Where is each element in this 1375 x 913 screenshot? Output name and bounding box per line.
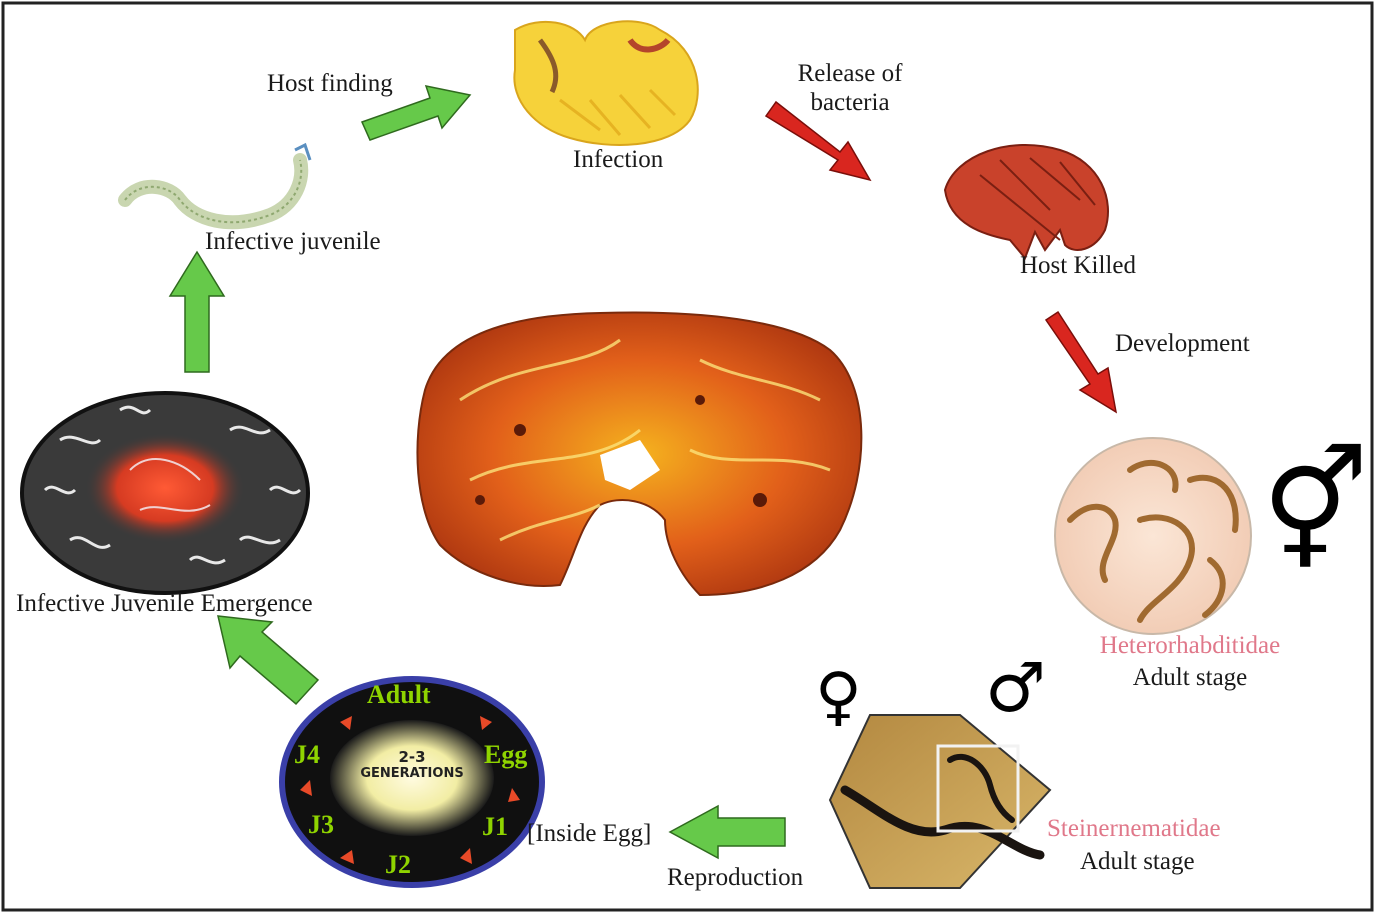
infection-larva-image	[513, 20, 699, 146]
label-hetero-adult-stage: Adult stage	[1132, 664, 1248, 691]
ij-emergence-image	[20, 391, 310, 595]
label-development: Development	[1115, 330, 1250, 357]
generations-center-text: 2-3 GENERATIONS	[355, 748, 469, 782]
steinernematidae-slide-image	[828, 714, 1052, 889]
hermaphrodite-icon: ⚥	[1262, 442, 1369, 580]
stage-egg: Egg	[484, 740, 528, 769]
female-icon: ♀	[815, 660, 862, 734]
arrow-reproduction	[668, 804, 786, 860]
label-release-bacteria-line1: Release of	[797, 60, 903, 87]
stage-j1: J1	[482, 812, 508, 841]
label-infective-juvenile: Infective juvenile	[205, 228, 381, 255]
generations-word: GENERATIONS	[360, 766, 464, 781]
arrow-to-infective-juvenile	[168, 250, 226, 373]
stage-j4: J4	[294, 740, 320, 769]
label-host-killed: Host Killed	[1020, 252, 1136, 279]
male-icon: ♂	[985, 649, 1046, 728]
label-heterorhabditidae: Heterorhabditidae	[1099, 632, 1281, 659]
label-host-finding: Host finding	[267, 70, 393, 97]
arrow-development	[1044, 310, 1118, 414]
label-ij-emergence: Infective Juvenile Emergence	[16, 590, 313, 617]
arrow-to-emergence	[217, 615, 320, 706]
host-killed-image	[943, 143, 1109, 260]
infective-juvenile-worm-image	[118, 142, 312, 230]
label-steinernematidae: Steinernematidae	[1047, 815, 1221, 842]
stage-j2: J2	[385, 850, 411, 879]
arrow-host-finding	[360, 85, 472, 141]
heterorhabditidae-dish-image	[1054, 437, 1252, 635]
generations-cycle-image	[279, 676, 545, 888]
label-release-bacteria-line2: bacteria	[810, 88, 890, 116]
label-infection: Infection	[573, 146, 664, 173]
central-host-image	[416, 311, 863, 597]
label-steiner-adult-stage: Adult stage	[1080, 848, 1195, 875]
stage-adult: Adult	[367, 680, 431, 709]
stage-j3: J3	[308, 810, 334, 839]
generations-count: 2-3	[398, 748, 426, 766]
label-inside-egg: [Inside Egg]	[527, 820, 652, 847]
label-reproduction: Reproduction	[667, 864, 804, 891]
arrow-release-bacteria	[764, 100, 872, 182]
label-release-bacteria: Release of bacteria	[780, 60, 920, 118]
